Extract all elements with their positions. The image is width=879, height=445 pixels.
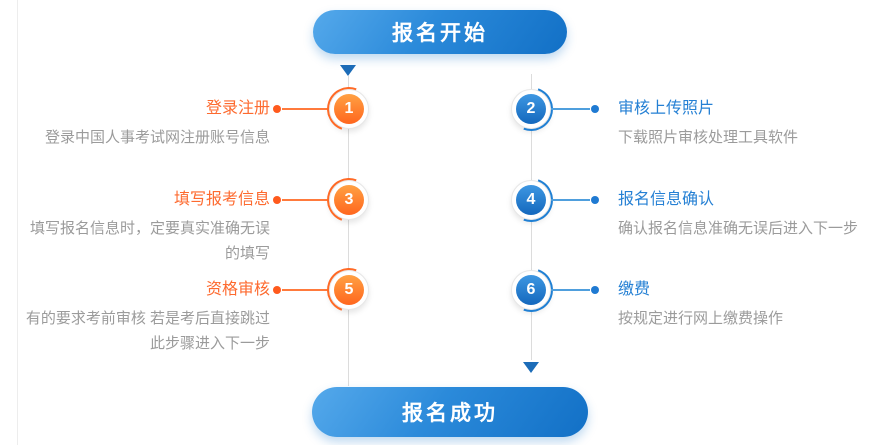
step-3-circle: 3 [329,180,369,220]
step-1-text: 登录注册 登录中国人事考试网注册账号信息 [0,98,270,150]
step-ring: 6 [511,270,551,310]
step-5-text: 资格审核 有的要求考前审核 若是考后直接跳过 此步骤进入下一步 [0,279,270,356]
step-3-desc-line-2: 的填写 [224,245,270,262]
step-1-number: 1 [334,94,364,124]
step-3-desc-line-1: 填写报名信息时，定要真实准确无误 [29,220,270,237]
step-3-title: 填写报考信息 [173,191,270,208]
step-ring: 2 [511,89,551,129]
connector-line [282,289,329,291]
step-2-circle: 2 [511,89,551,129]
step-6-connector [551,286,599,294]
step-1-title: 登录注册 [205,100,270,117]
arrow-down-icon [340,65,356,76]
step-5-desc-line-2: 此步骤进入下一步 [149,335,270,352]
step-1-circle: 1 [329,89,369,129]
step-5-circle: 5 [329,270,369,310]
connector-dot [273,105,281,113]
step-6-circle: 6 [511,270,551,310]
step-ring: 4 [511,180,551,220]
step-1-connector [273,105,329,113]
step-5-desc-line-1: 有的要求考前审核 若是考后直接跳过 [25,310,270,327]
step-ring: 5 [329,270,369,310]
connector-dot [591,105,599,113]
left-flow-line [348,76,349,386]
step-4-connector [551,196,599,204]
step-ring: 1 [329,89,369,129]
step-2-title: 审核上传照片 [618,100,715,117]
arrow-down-icon [523,362,539,373]
page-edge-line [17,0,18,445]
step-1-desc: 登录中国人事考试网注册账号信息 [44,129,270,146]
step-2-text: 审核上传照片 下载照片审核处理工具软件 [618,98,878,150]
step-6-title: 缴费 [618,281,651,298]
step-4-text: 报名信息确认 确认报名信息准确无误后进入下一步 [618,189,878,241]
step-5-number: 5 [334,275,364,305]
step-5-title: 资格审核 [205,281,270,298]
step-4-circle: 4 [511,180,551,220]
end-banner: 报名成功 [312,387,588,437]
step-6-number: 6 [516,275,546,305]
step-4-title: 报名信息确认 [618,191,715,208]
step-4-desc: 确认报名信息准确无误后进入下一步 [618,220,859,237]
step-6-text: 缴费 按规定进行网上缴费操作 [618,279,878,331]
connector-dot [273,286,281,294]
connector-dot [591,196,599,204]
connector-line [282,199,329,201]
start-banner: 报名开始 [313,10,567,54]
connector-dot [273,196,281,204]
step-2-number: 2 [516,94,546,124]
step-4-number: 4 [516,185,546,215]
end-banner-label: 报名成功 [402,402,498,425]
connector-line [551,199,590,201]
start-banner-label: 报名开始 [392,22,488,45]
connector-dot [591,286,599,294]
connector-line [282,108,329,110]
step-2-connector [551,105,599,113]
step-3-number: 3 [334,185,364,215]
step-ring: 3 [329,180,369,220]
step-2-desc: 下载照片审核处理工具软件 [618,129,799,146]
step-3-connector [273,196,329,204]
step-3-text: 填写报考信息 填写报名信息时，定要真实准确无误 的填写 [0,189,270,266]
connector-line [551,289,590,291]
step-5-connector [273,286,329,294]
step-6-desc: 按规定进行网上缴费操作 [618,310,784,327]
connector-line [551,108,590,110]
